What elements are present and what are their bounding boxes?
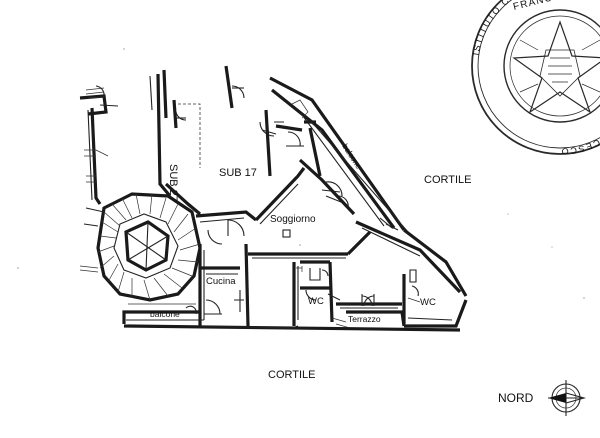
north-arrow-icon	[548, 380, 587, 416]
scan-specks	[17, 48, 585, 299]
label-nord: NORD	[498, 391, 534, 405]
main-unit	[122, 65, 468, 332]
label-terrazzo: Terrazzo	[348, 314, 381, 324]
sub27-wing	[79, 69, 202, 216]
label-cortile-bottom: CORTILE	[268, 369, 315, 381]
label-cucina: Cucina	[206, 276, 236, 287]
label-cortile-right: CORTILE	[424, 174, 471, 186]
label-wc-right: WC	[420, 297, 436, 308]
label-balcone-right: balcone	[340, 142, 363, 171]
notary-stamp-seal: ISTITUTO CONSORZIALE · GEOMETRI · SUSANN…	[471, 0, 600, 157]
label-soggiorno: Soggiorno	[270, 214, 316, 225]
label-sub27: SUB 27	[167, 164, 179, 202]
label-balcone-left: balcone	[150, 309, 180, 319]
stair-core	[79, 192, 202, 302]
stamp-ring-text: ISTITUTO CONSORZIALE · GEOMETRI · SUSANN…	[471, 0, 600, 157]
label-sub17: SUB 17	[219, 167, 257, 179]
label-wc-left: WC	[308, 296, 324, 307]
